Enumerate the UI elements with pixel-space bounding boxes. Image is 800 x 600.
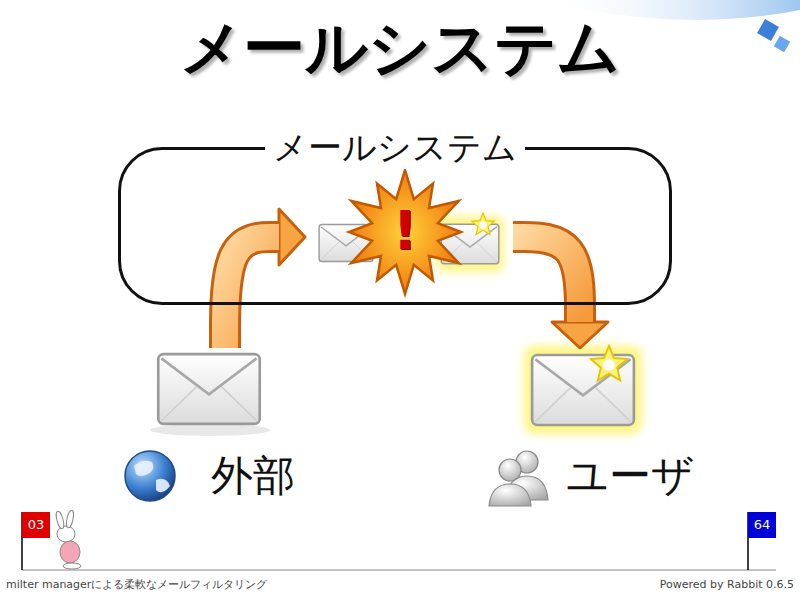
user-head: [499, 459, 521, 481]
globe-icon: [125, 451, 175, 501]
party-label: ユーザ: [566, 450, 694, 502]
footer-title: milter managerによる柔軟なメールフィルタリング: [6, 577, 267, 593]
flow-arrow: [225, 209, 305, 348]
arrow-outline: [225, 237, 279, 348]
rabbit-ear: [55, 511, 65, 530]
user-body: [489, 484, 531, 506]
envelope-glow: [436, 216, 504, 272]
slide-title: メールシステム: [0, 8, 800, 88]
corner-square: [757, 19, 779, 41]
globe-land: [134, 461, 170, 493]
incoming-envelope: [158, 354, 259, 424]
arrow-head: [279, 209, 305, 265]
page-number: 03: [22, 512, 50, 538]
arrow-body: [513, 237, 580, 322]
marked-star: [472, 213, 494, 234]
footer-credit: Powered by Rabbit 0.6.5: [660, 577, 794, 593]
filter-burst: [349, 170, 461, 294]
rabbit-ear: [65, 510, 75, 529]
marked-star: [591, 346, 627, 381]
corner-square: [774, 36, 790, 52]
party-label: 外部: [211, 450, 295, 502]
rabbit-feet: [63, 563, 81, 569]
arrow-outline: [513, 237, 580, 322]
envelope-glow: [524, 346, 642, 434]
rabbit-head: [57, 526, 75, 542]
page-total: 64: [748, 512, 776, 538]
total-flag: [748, 512, 776, 538]
progress-line: [22, 570, 776, 571]
arrow-body: [225, 237, 279, 348]
flow-arrow: [513, 237, 608, 348]
arrow-head: [552, 322, 608, 348]
user-party: ユーザ: [480, 348, 704, 510]
envelope-shadow: [150, 424, 270, 436]
external-party: 外部: [125, 348, 305, 510]
alert-mark: !: [380, 196, 430, 266]
region-heading: メールシステム: [265, 125, 525, 169]
rabbit-body: [60, 541, 80, 563]
page-flag: [22, 512, 50, 538]
